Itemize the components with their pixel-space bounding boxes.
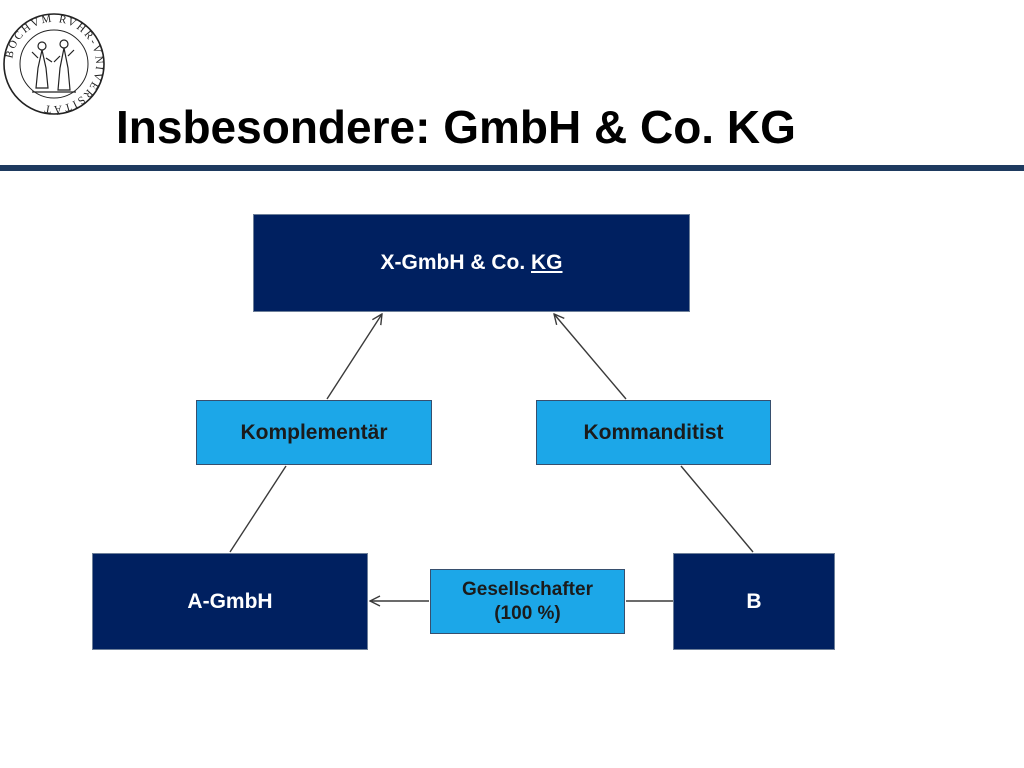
connector-b-kommanditist <box>680 465 754 553</box>
box-a-gmbh-label: A-GmbH <box>187 589 273 613</box>
box-gesellschafter-line2: (100 %) <box>494 602 561 624</box>
box-gesellschafter: Gesellschafter (100 %) <box>430 569 625 634</box>
box-komplementaer-label: Komplementär <box>240 420 388 444</box>
box-kommanditist-label: Kommanditist <box>583 420 724 444</box>
title-divider <box>0 165 1024 171</box>
box-a-gmbh: A-GmbH <box>92 553 368 650</box>
university-seal-icon: BOCHVM RVHR-VNIVERSITÄT <box>3 13 105 115</box>
connector-agmbh-komplementaer <box>229 465 287 553</box>
box-x-gmbh-co-kg: X-GmbH & Co. KG <box>253 214 690 312</box>
box-kommanditist: Kommanditist <box>536 400 771 465</box>
kg-underlined-text: KG <box>531 251 563 274</box>
box-gesellschafter-line1: Gesellschafter <box>462 578 593 600</box>
box-b: B <box>673 553 835 650</box>
arrow-kommanditist-to-kg <box>554 314 627 400</box>
page-title: Insbesondere: GmbH & Co. KG <box>116 101 796 153</box>
box-b-label: B <box>746 589 762 613</box>
arrow-komplementaer-to-kg <box>326 314 382 400</box>
box-x-gmbh-co-kg-label: X-GmbH & Co. KG <box>380 251 563 274</box>
box-komplementaer: Komplementär <box>196 400 432 465</box>
